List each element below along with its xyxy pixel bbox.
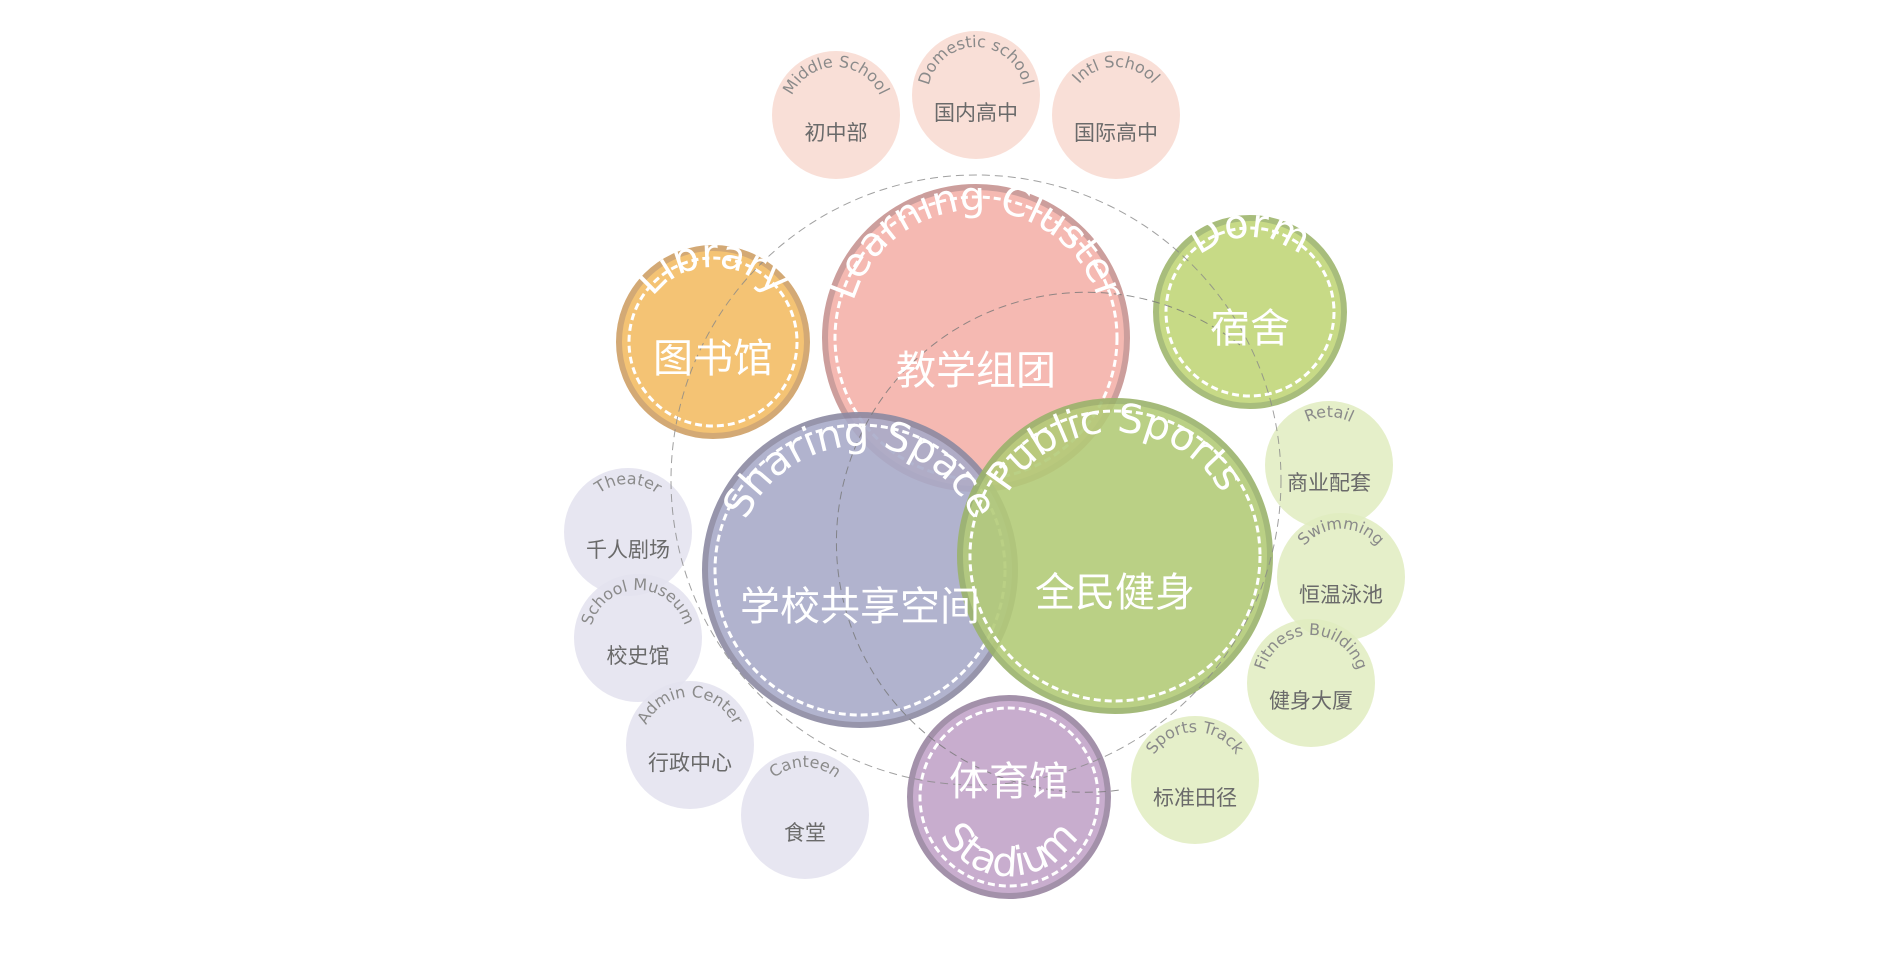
admin-circle bbox=[626, 681, 754, 809]
museum-chinese-label: 校史馆 bbox=[607, 644, 670, 668]
museum-circle bbox=[574, 574, 702, 702]
sports-dashed-ring bbox=[968, 409, 1262, 703]
retail-english-label: Retail bbox=[1302, 402, 1357, 426]
canteen-circle bbox=[741, 751, 869, 879]
bubble-sports bbox=[957, 398, 1273, 714]
sports-circle bbox=[957, 398, 1273, 714]
bubble-admin bbox=[626, 681, 754, 809]
canteen-chinese-label: 食堂 bbox=[784, 821, 826, 845]
swimming-circle bbox=[1277, 513, 1405, 641]
intl-circle bbox=[1052, 51, 1180, 179]
minor-bubbles bbox=[564, 31, 1405, 879]
bubble-museum bbox=[574, 574, 702, 702]
sharing-chinese-label: 学校共享空间 bbox=[740, 584, 980, 630]
bubble-middle bbox=[772, 51, 900, 179]
retail-circle bbox=[1265, 401, 1393, 529]
intl-chinese-label: 国际高中 bbox=[1074, 121, 1158, 145]
domestic-circle bbox=[912, 31, 1040, 159]
bubble-theater bbox=[564, 468, 692, 596]
bubble-intl bbox=[1052, 51, 1180, 179]
bubble-stadium bbox=[907, 695, 1111, 899]
bubble-retail bbox=[1265, 401, 1393, 529]
swimming-chinese-label: 恒温泳池 bbox=[1299, 583, 1383, 607]
bubble-domestic bbox=[912, 31, 1040, 159]
dorm-dashed-ring bbox=[1164, 226, 1336, 398]
theater-circle bbox=[564, 468, 692, 596]
fitness-chinese-label: 健身大厦 bbox=[1269, 689, 1353, 713]
admin-chinese-label: 行政中心 bbox=[648, 751, 732, 775]
stadium-dashed-ring bbox=[918, 706, 1100, 888]
library-circle bbox=[616, 245, 810, 439]
stadium-chinese-label: 体育馆 bbox=[949, 759, 1069, 805]
bubble-track bbox=[1131, 716, 1259, 844]
dashed-guides bbox=[670, 174, 1282, 793]
track-circle bbox=[1131, 716, 1259, 844]
bubble-canteen bbox=[741, 751, 869, 879]
middle-chinese-label: 初中部 bbox=[805, 121, 868, 145]
library-chinese-label: 图书馆 bbox=[653, 336, 773, 382]
theater-chinese-label: 千人剧场 bbox=[586, 538, 670, 562]
bubble-dorm bbox=[1153, 215, 1347, 409]
outer-dashed-ring bbox=[670, 174, 1282, 786]
domestic-chinese-label: 国内高中 bbox=[934, 101, 1018, 125]
track-chinese-label: 标准田径 bbox=[1153, 786, 1237, 810]
bubble-swimming bbox=[1277, 513, 1405, 641]
sports-chinese-label: 全民健身 bbox=[1035, 570, 1195, 616]
dorm-circle bbox=[1153, 215, 1347, 409]
retail-english-text: Retail bbox=[1302, 402, 1357, 426]
middle-circle bbox=[772, 51, 900, 179]
retail-chinese-label: 商业配套 bbox=[1287, 471, 1371, 495]
dorm-chinese-label: 宿舍 bbox=[1210, 306, 1290, 352]
bubble-fitness bbox=[1247, 619, 1375, 747]
stadium-circle bbox=[907, 695, 1111, 899]
learning-chinese-label: 教学组团 bbox=[896, 348, 1056, 394]
bubble-library bbox=[616, 245, 810, 439]
fitness-circle bbox=[1247, 619, 1375, 747]
library-dashed-ring bbox=[627, 256, 799, 428]
major-bubbles bbox=[616, 184, 1347, 899]
